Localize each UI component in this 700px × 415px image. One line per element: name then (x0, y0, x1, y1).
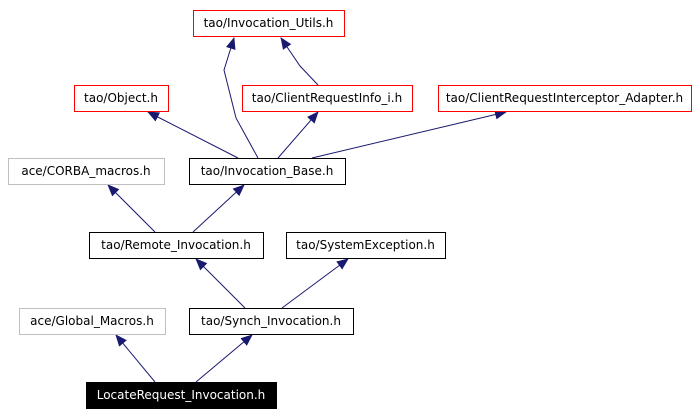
edge-synch-invocation-to-systemexception (281, 258, 349, 309)
edge-synch-invocation-to-remote-invocation (195, 258, 246, 309)
node-remote-invocation[interactable]: tao/Remote_Invocation.h (89, 232, 264, 259)
node-global-macros[interactable]: ace/Global_Macros.h (19, 308, 166, 335)
node-label: ace/Global_Macros.h (30, 314, 154, 328)
node-label: tao/ClientRequestInfo_i.h (252, 91, 402, 105)
edge-locaterequest-invocation-to-synch-invocation (195, 334, 253, 383)
node-box (86, 382, 277, 409)
node-invocation-utils[interactable]: tao/Invocation_Utils.h (193, 10, 345, 37)
node-invocation-base[interactable]: tao/Invocation_Base.h (189, 158, 346, 185)
node-label: tao/Object.h (84, 91, 158, 105)
node-synch-invocation[interactable]: tao/Synch_Invocation.h (189, 308, 354, 335)
node-label: tao/Synch_Invocation.h (201, 314, 341, 328)
node-clientrequestinterceptor-adapter[interactable]: tao/ClientRequestInterceptor_Adapter.h (438, 85, 692, 112)
node-corba-macros[interactable]: ace/CORBA_macros.h (8, 158, 165, 185)
node-label: tao/ClientRequestInterceptor_Adapter.h (446, 91, 683, 105)
node-label: LocateRequest_Invocation.h (97, 388, 266, 402)
edge-invocation-base-to-clientrequestinfo-i (277, 111, 319, 159)
node-box (19, 308, 166, 335)
edge-remote-invocation-to-corba-macros (107, 184, 156, 233)
edge-invocation-base-to-object-h (147, 111, 239, 159)
node-box (286, 232, 446, 259)
node-box (89, 232, 264, 259)
node-box (189, 158, 346, 185)
node-label: tao/Invocation_Utils.h (204, 16, 334, 30)
node-box (193, 10, 345, 37)
nodes-layer: tao/Invocation_Utils.h tao/Object.h tao/Cl… (8, 10, 692, 409)
node-object-h[interactable]: tao/Object.h (74, 85, 169, 112)
node-box (8, 158, 165, 185)
node-label: tao/SystemException.h (296, 238, 435, 252)
edge-clientrequestinfo-i-to-invocation-utils (280, 37, 319, 86)
node-box (242, 85, 413, 112)
node-locaterequest-invocation[interactable]: LocateRequest_Invocation.h (86, 382, 277, 409)
node-label: ace/CORBA_macros.h (21, 164, 150, 178)
edge-invocation-base-to-clientrequestinterceptor-adapter (311, 109, 507, 159)
edges-layer (107, 37, 507, 383)
edge-locaterequest-invocation-to-global-macros (115, 334, 156, 383)
node-box (189, 308, 354, 335)
node-systemexception[interactable]: tao/SystemException.h (286, 232, 446, 259)
node-box (438, 85, 692, 112)
node-label: tao/Invocation_Base.h (201, 164, 334, 178)
edge-remote-invocation-to-invocation-base (192, 184, 245, 233)
node-label: tao/Remote_Invocation.h (101, 238, 251, 252)
node-clientrequestinfo-i[interactable]: tao/ClientRequestInfo_i.h (242, 85, 413, 112)
edge-invocation-base-to-invocation-utils (223, 37, 259, 159)
node-box (74, 85, 169, 112)
